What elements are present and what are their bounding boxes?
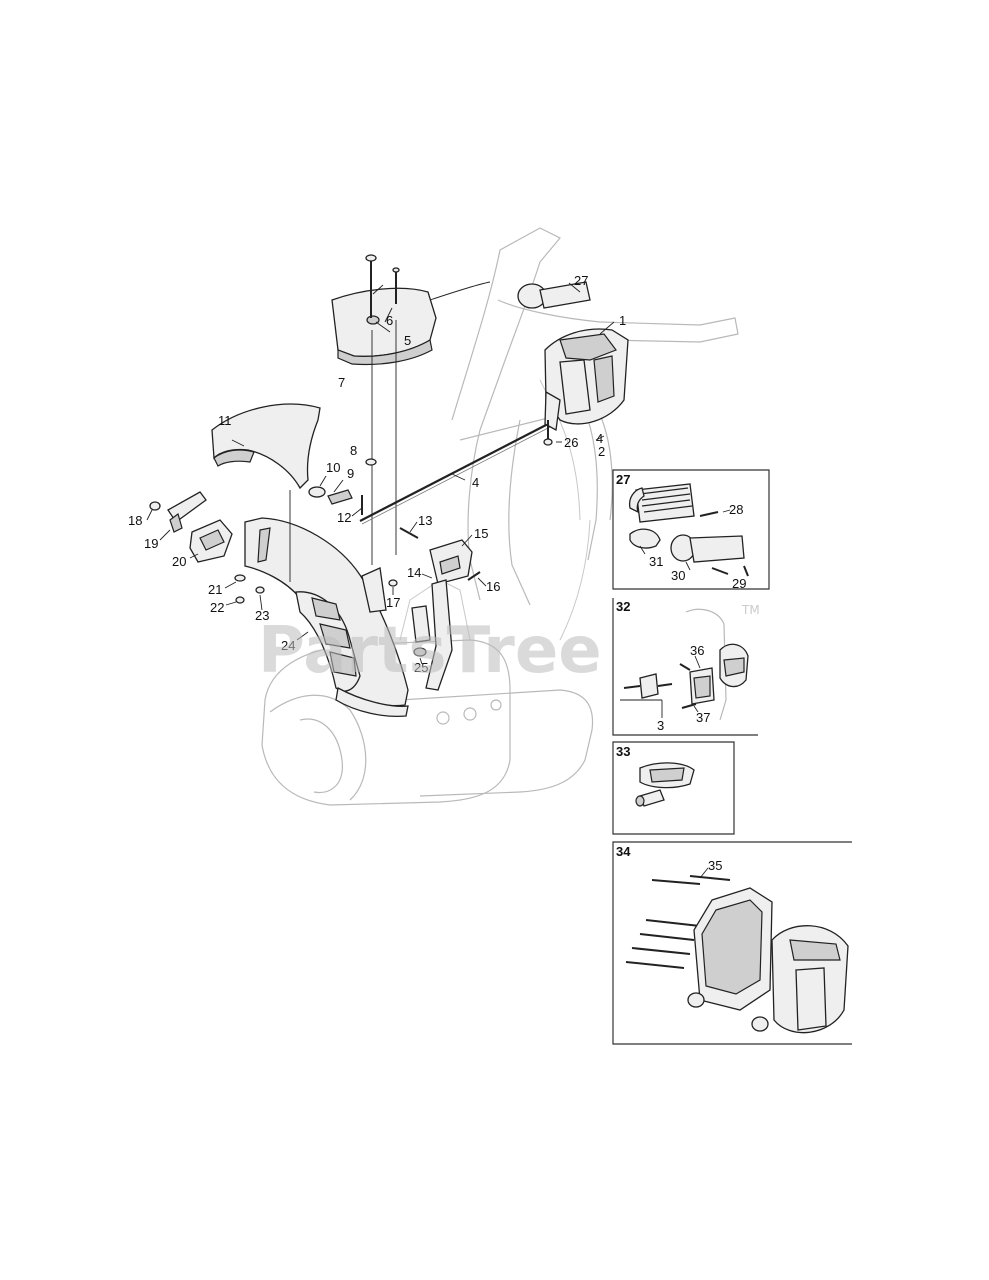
callout-2: 2 [598, 444, 605, 459]
callout-4-second: 4 [596, 431, 603, 446]
watermark-text: PartsTree [258, 614, 602, 688]
chute-deflector [211, 403, 321, 582]
callout-1: 1 [619, 313, 626, 328]
callout-18: 18 [128, 513, 142, 528]
inset-27: 27 28 29 30 31 [612, 469, 770, 591]
callout-7: 7 [338, 375, 345, 390]
inset-32-label: 32 [616, 599, 630, 614]
callout-26: 26 [564, 435, 578, 450]
callout-19: 19 [144, 536, 158, 551]
inset-27-callout-28: 28 [729, 502, 743, 517]
inset-33: 33 [612, 741, 735, 835]
callout-12: 12 [337, 510, 351, 525]
inset-34-label: 34 [616, 844, 631, 859]
callout-9: 9 [347, 466, 354, 481]
inset-32-callout-37: 37 [696, 710, 710, 725]
deflector-bracket [149, 491, 265, 604]
inset-34: 34 35 [612, 841, 852, 1045]
callout-25: 25 [414, 660, 428, 675]
callout-13: 13 [418, 513, 432, 528]
callout-23: 23 [255, 608, 269, 623]
inset-32-callout-3: 3 [657, 718, 664, 733]
callout-14: 14 [407, 565, 421, 580]
watermark-trademark: TM [741, 603, 760, 617]
callout-8: 8 [350, 443, 357, 458]
inset-34-callout-35: 35 [708, 858, 722, 873]
callout-16: 16 [486, 579, 500, 594]
inset-32-callout-36: 36 [690, 643, 704, 658]
inset-27-callout-30: 30 [671, 568, 685, 583]
inset-27-callout-31: 31 [649, 554, 663, 569]
watermark: PartsTree TM [258, 603, 760, 688]
inset-27-callout-29: 29 [732, 576, 746, 591]
callout-5: 5 [404, 333, 411, 348]
callout-4: 4 [472, 475, 479, 490]
chute-support-bracket [388, 539, 481, 691]
bolts-5-6 [365, 254, 400, 318]
callout-11: 11 [218, 413, 232, 428]
inset-33-label: 33 [616, 744, 630, 759]
inset-27-label: 27 [616, 472, 630, 487]
callout-leaders [146, 282, 615, 665]
chute-rotator-assembly [543, 328, 629, 446]
callout-27: 27 [574, 273, 588, 288]
small-hardware-left [308, 458, 419, 539]
callout-22: 22 [210, 600, 224, 615]
discharge-chute [244, 517, 409, 718]
control-rod [359, 423, 551, 525]
callout-10: 10 [326, 460, 340, 475]
callout-24: 24 [281, 638, 295, 653]
inset-32: 32 36 3 37 [612, 598, 758, 736]
callout-17: 17 [386, 595, 400, 610]
callout-20: 20 [172, 554, 186, 569]
callout-labels: 1 2 4 4 5 6 7 8 9 10 11 12 13 14 15 16 1… [128, 273, 626, 675]
callout-15: 15 [474, 526, 488, 541]
chute-cover [331, 281, 491, 565]
crank-handle [517, 281, 591, 309]
callout-6: 6 [386, 313, 393, 328]
callout-21: 21 [208, 582, 222, 597]
